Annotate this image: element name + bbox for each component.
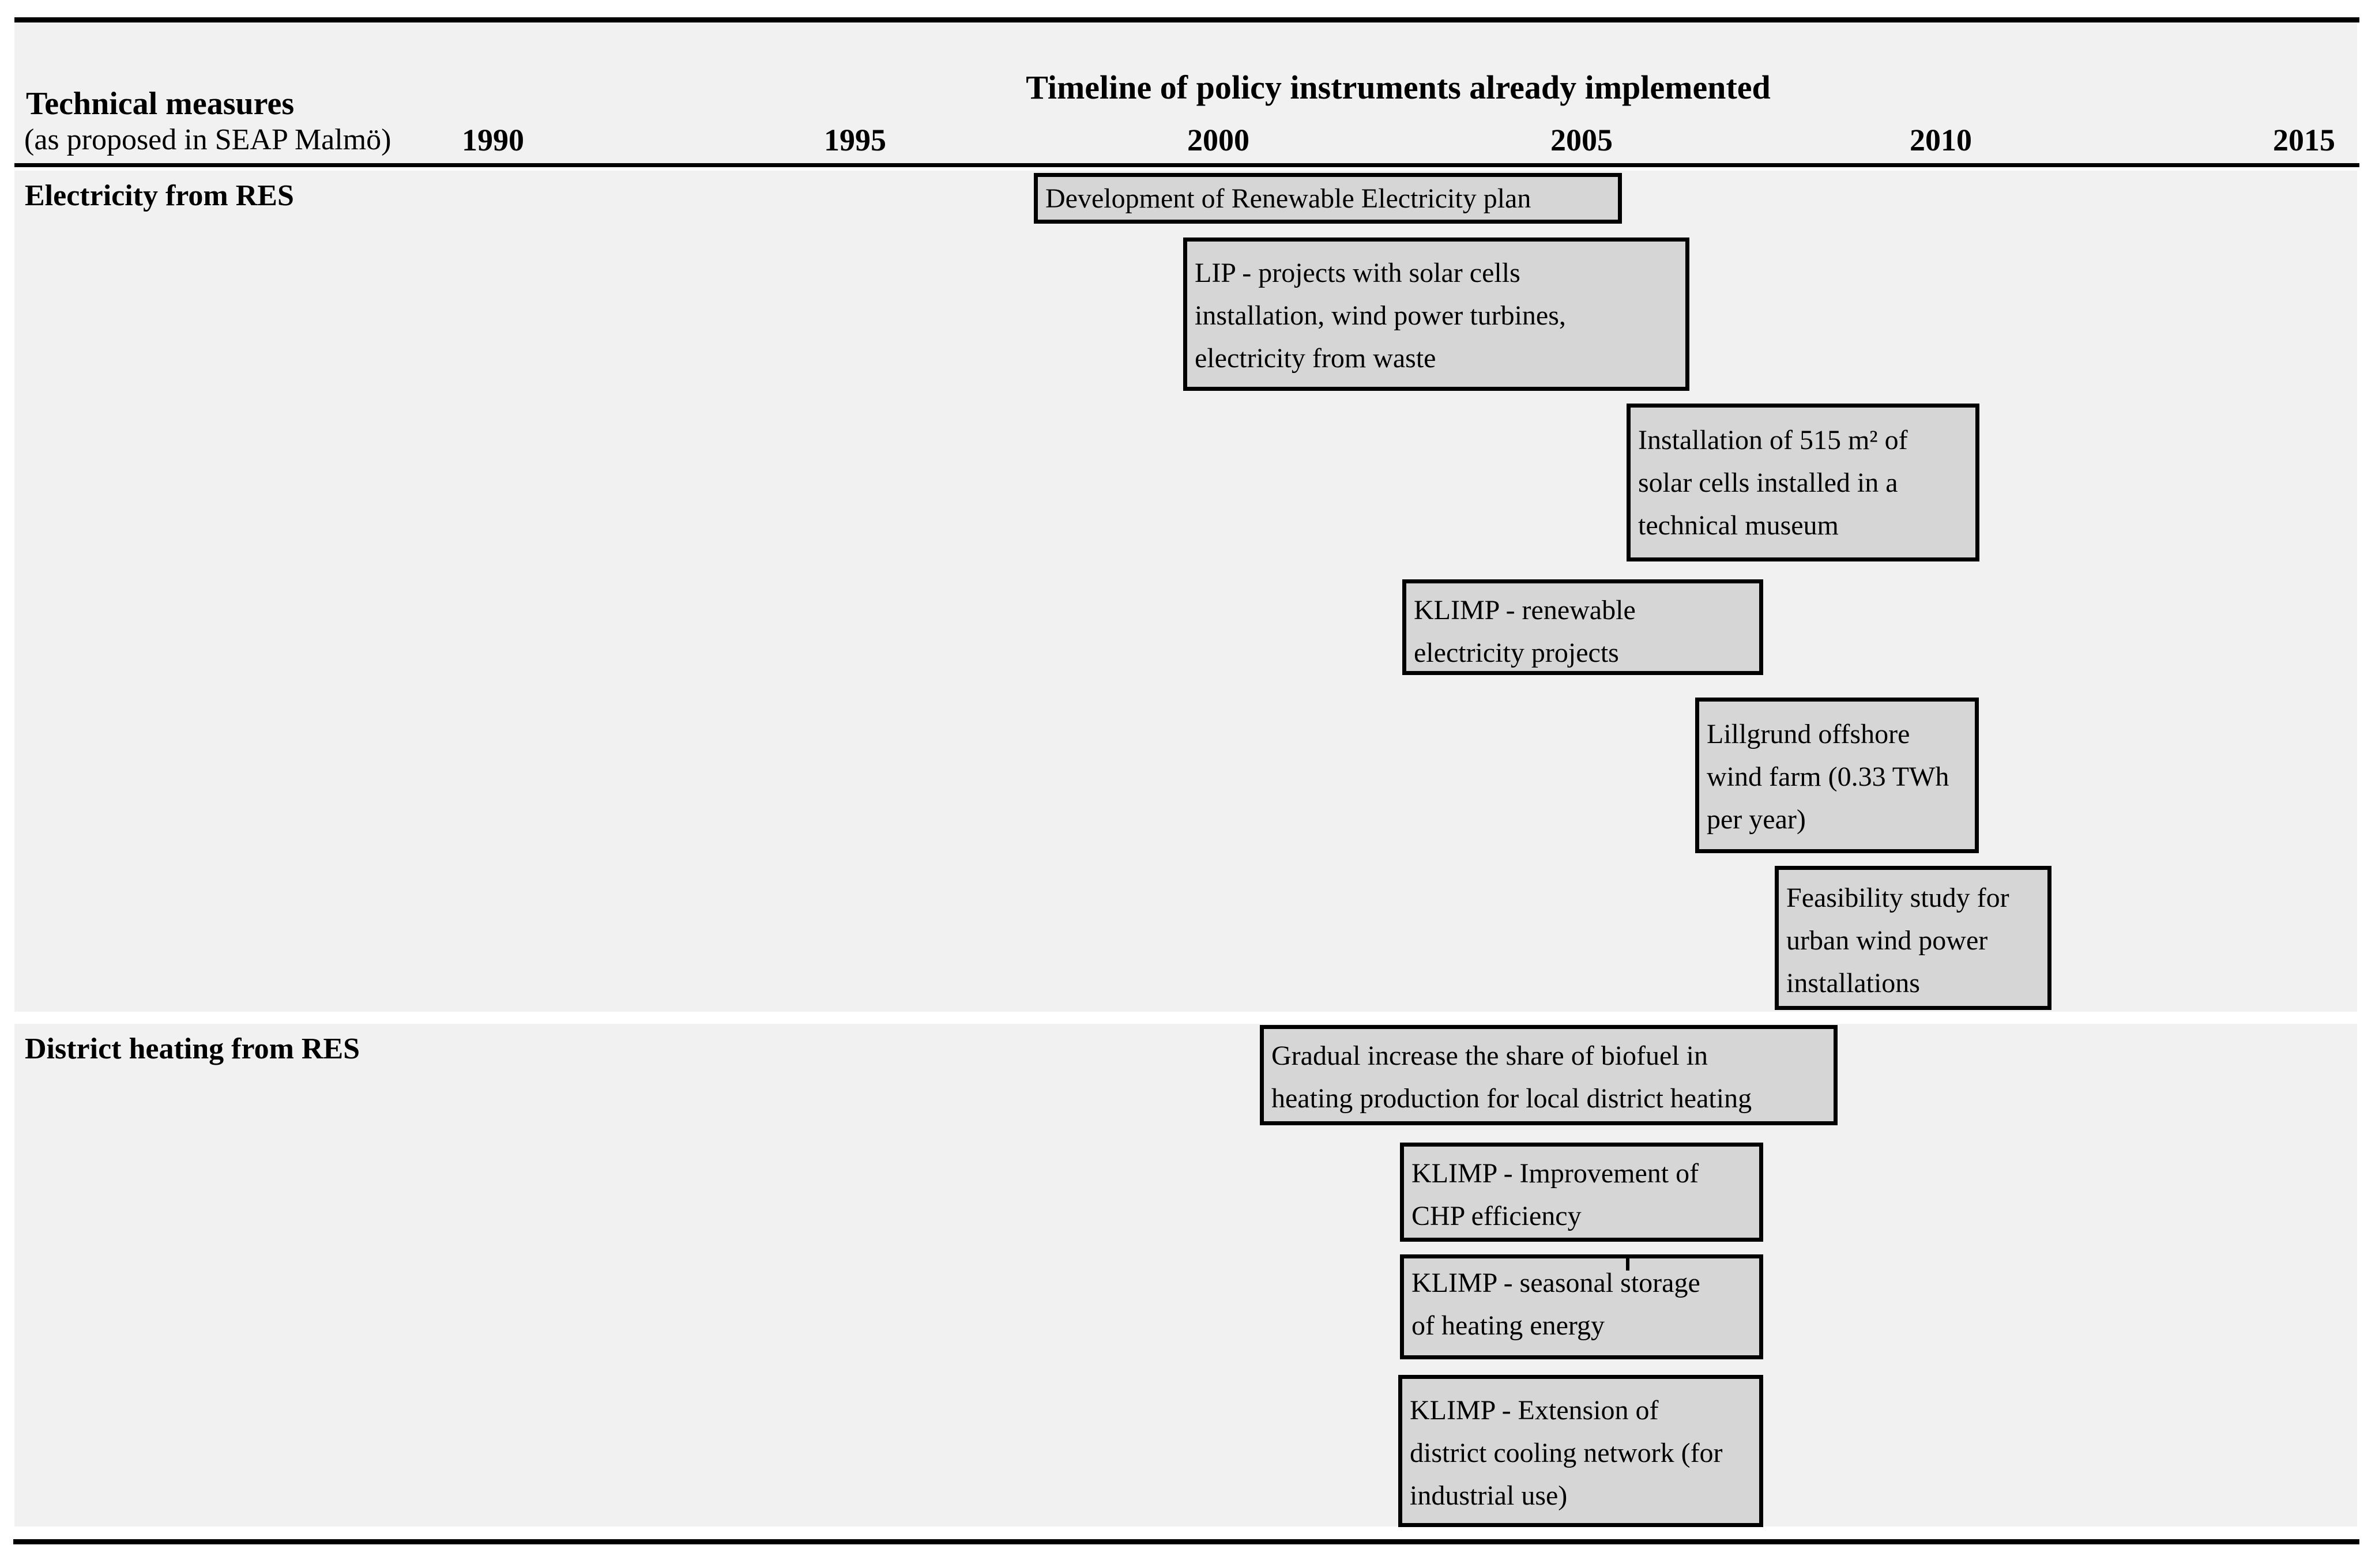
timeline-box-klimp-seasonal-storage: KLIMP - seasonal storage of heating energ… [1400, 1254, 1763, 1359]
timeline-box-text-line: solar cells installed in a [1638, 468, 1898, 498]
timeline-box-text-line: Lillgrund offshore [1707, 719, 1910, 749]
timeline-box-text-line: Gradual increase the share of biofuel in [1271, 1041, 1708, 1071]
year-label-2000: 2000 [1187, 123, 1249, 157]
timeline-box-text-line: installations [1786, 968, 1920, 998]
timeline-box-klimp-renewable-electricity: KLIMP - renewable electricity projects [1402, 579, 1763, 675]
timeline-box-text-line: KLIMP - seasonal storage [1411, 1268, 1700, 1298]
timeline-box-biofuel-share-increase: Gradual increase the share of biofuel in… [1260, 1025, 1838, 1125]
timeline-box-lillgrund-offshore-wind-farm: Lillgrund offshore wind farm (0.33 TWh per… [1695, 698, 1979, 853]
timeline-box-text-line: Feasibility study for [1786, 883, 2009, 913]
timeline-box-text-line: CHP efficiency [1411, 1201, 1582, 1231]
timeline-box-text-line: technical museum [1638, 510, 1839, 541]
timeline-box-text-line: Development of Renewable Electricity pla… [1045, 183, 1531, 214]
section-band-district-heating [14, 1024, 2357, 1526]
header-band [14, 22, 2357, 163]
timeline-box-text-line: urban wind power [1786, 925, 1988, 956]
timeline-box-text-line: KLIMP - Improvement of [1411, 1158, 1699, 1189]
timeline-box-text-line: of heating energy [1411, 1310, 1605, 1341]
timeline-box-text-line: electricity projects [1414, 638, 1619, 668]
timeline-box-text-line: electricity from waste [1195, 343, 1436, 374]
figure-title: Timeline of policy instruments already i… [1026, 69, 1771, 106]
timeline-box-urban-wind-feasibility-study: Feasibility study for urban wind power ins… [1775, 866, 2051, 1010]
top-border-rule [14, 17, 2359, 22]
left-header-subtitle: (as proposed in SEAP Malmö) [24, 123, 392, 156]
timeline-box-text-line: LIP - projects with solar cells [1195, 258, 1520, 288]
left-header-title: Technical measures [26, 86, 295, 122]
timeline-box-klimp-district-cooling-extension: KLIMP - Extension of district cooling net… [1398, 1375, 1763, 1527]
year-label-1995: 1995 [824, 123, 886, 157]
header-underline-rule [14, 163, 2359, 167]
timeline-box-text-line: underground [1404, 1347, 1759, 1355]
box-border-notch-artifact [1626, 1254, 1629, 1271]
year-label-2005: 2005 [1550, 123, 1613, 157]
section-label: District heating from RES [25, 1032, 360, 1065]
timeline-box-text-line: installation, wind power turbines, [1195, 300, 1566, 331]
timeline-box-text-line: industrial use) [1410, 1480, 1568, 1511]
year-label-2015: 2015 [2273, 123, 2335, 157]
bottom-border-rule [13, 1539, 2359, 1544]
timeline-box-development-renewable-electricity-plan: Development of Renewable Electricity pla… [1034, 173, 1622, 224]
timeline-box-text-line: KLIMP - Extension of [1410, 1395, 1659, 1426]
section-label: Electricity from RES [25, 179, 294, 212]
timeline-box-klimp-chp-efficiency: KLIMP - Improvement of CHP efficiency [1400, 1143, 1763, 1242]
timeline-box-text-line: Installation of 515 m² of [1638, 425, 1908, 455]
timeline-box-solar-cells-museum: Installation of 515 m² of solar cells ins… [1627, 404, 1979, 561]
year-label-2010: 2010 [1910, 123, 1972, 157]
timeline-box-text-line: district cooling network (for [1410, 1438, 1723, 1468]
timeline-box-text-line: wind farm (0.33 TWh [1707, 762, 1949, 792]
timeline-box-text-line: per year) [1707, 804, 1806, 835]
timeline-box-lip-projects: LIP - projects with solar cells installat… [1183, 238, 1689, 391]
timeline-box-text-line: KLIMP - renewable [1414, 595, 1636, 625]
timeline-box-text-line: heating production for local district he… [1271, 1083, 1752, 1114]
year-label-1990: 1990 [462, 123, 524, 157]
